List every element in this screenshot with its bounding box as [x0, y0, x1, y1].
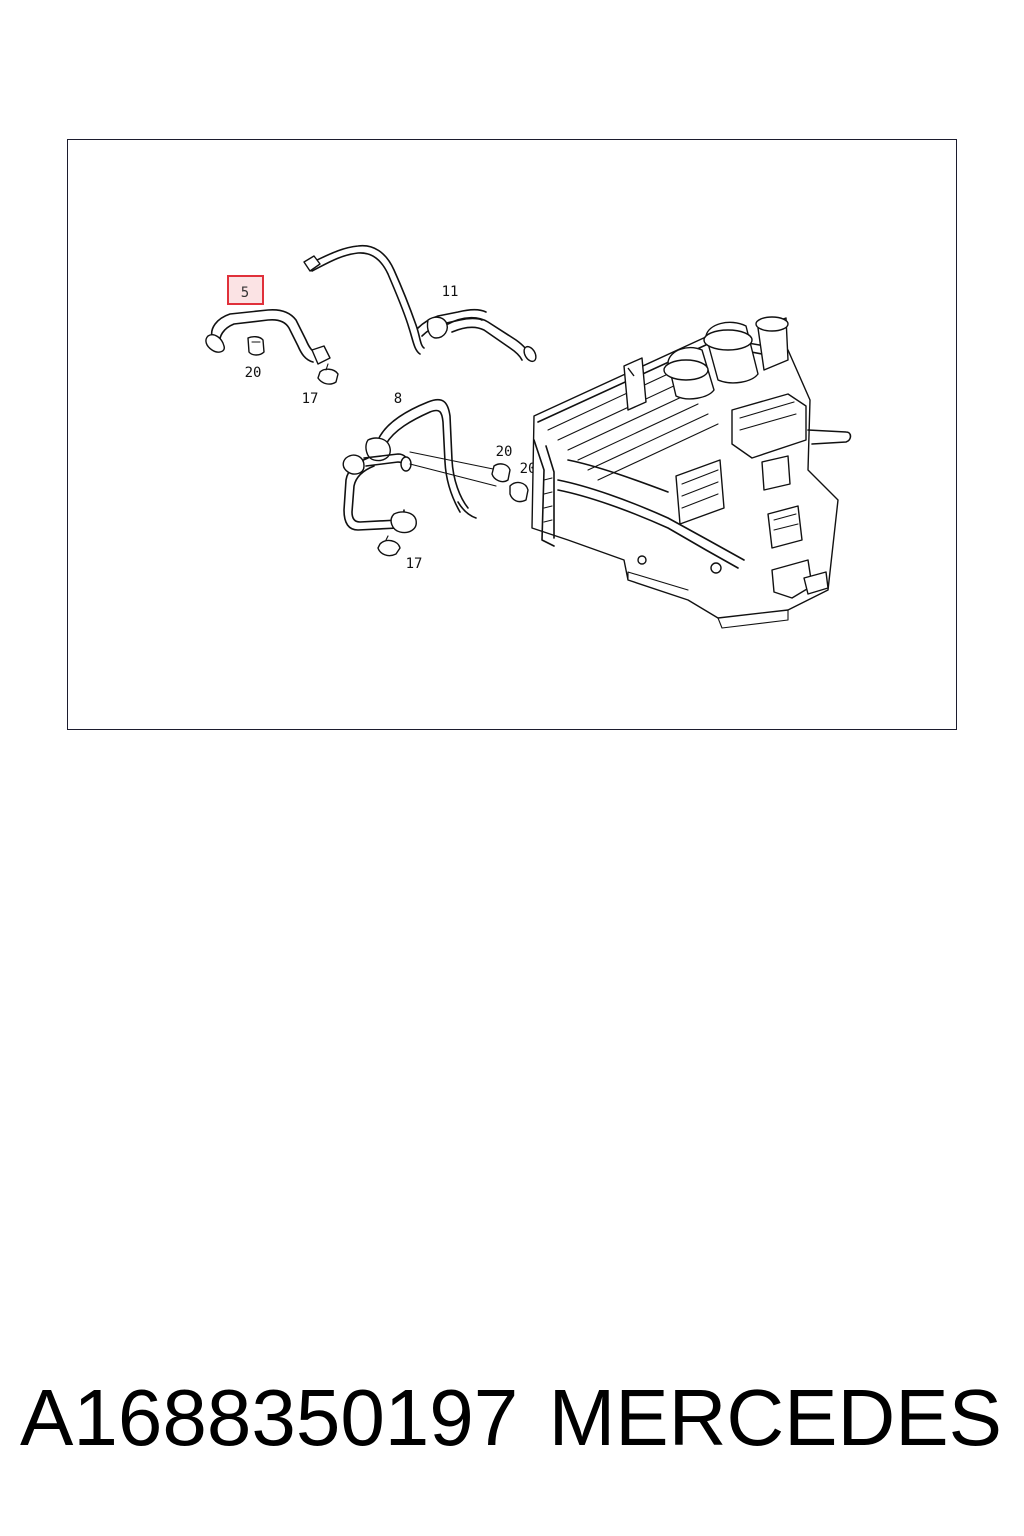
clamp-20-c	[509, 481, 529, 503]
diagram-frame: 5 20 17 11	[67, 139, 957, 730]
callout-5-highlight[interactable]: 5	[227, 275, 264, 305]
clamp-20-a	[247, 335, 265, 356]
callout-label-17-b: 17	[406, 556, 423, 572]
callout-label-11: 11	[442, 284, 459, 300]
callout-label-8: 8	[394, 391, 402, 407]
hvac-heater-unit	[531, 316, 852, 629]
hose-5	[205, 309, 331, 365]
clamp-20-b	[491, 463, 511, 483]
callout-label-20-c: 20	[520, 461, 537, 477]
brand-name: MERCEDES	[548, 1373, 1002, 1462]
parts-diagram: 5 20 17 11	[205, 244, 852, 629]
clamp-17-b	[377, 535, 401, 557]
hose-11	[303, 244, 537, 363]
highlight-box	[227, 275, 264, 305]
callout-label-17-a: 17	[302, 391, 319, 407]
callout-label-20-b: 20	[496, 444, 513, 460]
part-number: A1688350197	[20, 1373, 519, 1462]
hose-8	[342, 398, 499, 534]
callout-label-20-a: 20	[245, 365, 262, 381]
callout-label-5: 5	[241, 285, 249, 301]
footer: A1688350197 MERCEDES	[0, 1370, 1024, 1470]
clamp-17-a	[317, 363, 339, 385]
